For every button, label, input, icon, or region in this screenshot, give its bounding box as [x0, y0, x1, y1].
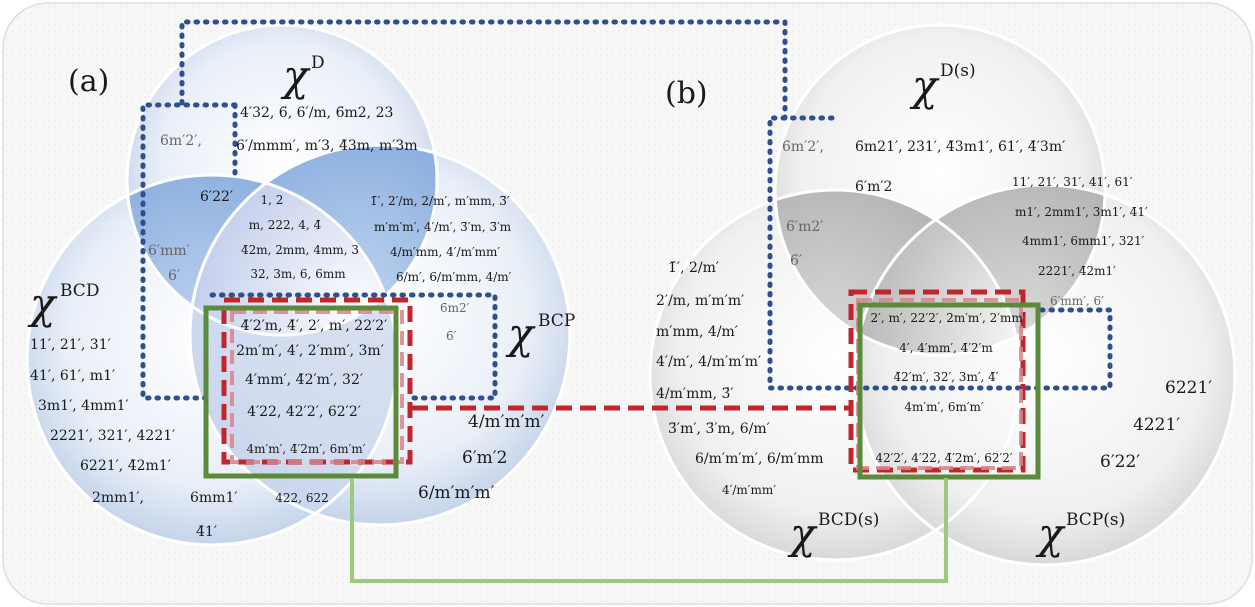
a-bcd-bcp-3: 4′mm′, 4̄2′m′, 32′ [245, 372, 363, 388]
a-bcd-bcp-6: 422, 622 [275, 491, 328, 505]
chi-bcp-a-sup: BCP [538, 311, 575, 331]
green-box-a [203, 305, 399, 479]
chi-bcd-a: χ [27, 279, 58, 328]
chi-bcp-b-sup: BCP(s) [1066, 510, 1125, 530]
a-d-bcp-2: m′m′m′, 4′/m′, 3̄′m, 3̄′m [374, 220, 512, 234]
a-bcd-only-3: 3m1′, 4mm1′ [38, 398, 129, 414]
b-bcd-8: 4′/m′mm′ [722, 483, 776, 497]
b-d-bcp-2: m1′, 2mm1′, 3m1′, 4̄1′ [1015, 205, 1148, 219]
blue-dotted-top-link [179, 19, 788, 121]
b-bcd-6: 3̄′m′, 3̄′m, 6/m′ [668, 421, 770, 437]
b-d-grey-2: 6̄′m2′ [786, 219, 823, 235]
b-bcd-1: 1̄′, 2/m′ [668, 260, 719, 276]
panel-label-a: (a) [68, 64, 109, 99]
b-bcp-3: 6′22′ [1100, 452, 1140, 472]
b-bcd-4: 4′/m′, 4/m′m′m′ [656, 354, 761, 370]
a-center-3: 4̄2m, 2mm, 4mm, 3 [241, 243, 359, 257]
blue-dotted-a-right [209, 292, 498, 401]
a-d-bcp-4: 6/m′, 6/m′mm, 4/m′ [396, 270, 512, 284]
green-box-b [857, 302, 1041, 480]
b-d-bcp-4: 2221′, 4̄2m1′ [1038, 264, 1116, 278]
panel-label-b: (b) [665, 76, 708, 111]
a-bcd-only-7: 6mm1′ [190, 490, 238, 506]
chi-bcd-a-sup: BCD [60, 281, 99, 301]
chi-d-b-sup: D(s) [940, 61, 976, 81]
b-bcd-3: m′mm, 4/m′ [656, 324, 738, 340]
b-d-grey-3: 6̄′ [790, 253, 802, 269]
a-d-bcd-2: 6′ [168, 268, 180, 284]
chi-bcp-a: χ [505, 309, 536, 358]
a-d-only-grey: 6̄m′2′, [160, 133, 202, 149]
a-center-2: m, 222, 4, 4̄ [249, 218, 322, 232]
b-center-1: 2′, m′, 22′2′, 2m′m′, 2′mm′ [870, 311, 1025, 325]
a-d-bcp-6-22: 6′22′ [200, 189, 233, 205]
a-bcd-only-6: 2mm1′, [92, 490, 144, 506]
b-d-bcp-3: 4mm1′, 6mm1′, 321′ [1022, 234, 1145, 248]
b-bcd-5: 4/m′mm, 3̄′ [656, 386, 734, 402]
a-bcd-bcp-4: 4′22, 42′2′, 62′2′ [247, 404, 361, 420]
a-bcd-only-1: 11′, 21′, 31′ [30, 337, 111, 353]
a-bcp-only-3: 6/m′m′m′ [418, 483, 495, 503]
a-d-bcp-grey-1: 6̄m2′ [440, 301, 470, 315]
red-dashed-box-b [848, 289, 1026, 473]
panel-b-circles [648, 23, 1237, 567]
connectors [140, 19, 1113, 583]
a-bcp-only-2: 6̄′m′2 [462, 448, 507, 468]
b-bcd-7: 6/m′m′m′, 6/m′mm [695, 451, 824, 467]
a-bcp-only-1: 4/m′m′m′ [468, 412, 545, 432]
b-center-3: 4̄2′m′, 32′, 3m′, 4̄′ [893, 370, 998, 384]
chi-d-b: χ [909, 61, 940, 110]
b-bcp-1: 6221′ [1165, 378, 1212, 398]
b-d-grey-1: 6̄m′2′, [782, 139, 824, 155]
b-center-5: 42′2′, 4′22, 4̄′2m′, 62′2′ [875, 451, 1013, 465]
blue-dotted-a-left [140, 102, 238, 401]
a-d-bcd-1: 6′mm′ [148, 243, 190, 259]
b-d-only-1: 6̄m21′, 231′, 4̄3m1′, 6̄1′, 4̄′3m′ [855, 139, 1065, 155]
chi-bcd-b-sup: BCD(s) [818, 510, 879, 530]
a-bcd-bcp-5: 4m′m′, 4̄′2m′, 6m′m′ [246, 442, 365, 456]
b-center-4: 4m′m′, 6m′m′ [904, 400, 984, 414]
a-bcd-bcp-2: 2m′m′, 4′, 2′mm′, 3m′ [236, 343, 384, 359]
a-d-only-1: 4′32, 6̄, 6′/m, 6̄m2, 23 [240, 105, 393, 121]
a-d-bcp-3: 4/m′mm, 4′/m′mm′ [390, 245, 500, 259]
b-d-bcp-1: 11′, 21′, 31′, 41′, 61′ [1012, 175, 1133, 189]
a-bcd-only-5: 6221′, 4̄2m1′ [80, 458, 171, 474]
blue-dotted-b [767, 115, 1113, 391]
b-d-bcp-grey: 6′mm′, 6′ [1050, 294, 1104, 308]
a-bcd-only-8: 4̄1′ [196, 524, 217, 540]
chi-d-a: χ [280, 51, 311, 100]
b-bcp-2: 4221′ [1133, 415, 1180, 435]
chi-bcd-b: χ [787, 509, 818, 558]
a-d-bcp-grey-2: 6̄′ [446, 329, 457, 343]
a-bcd-bcp-1: 4̄′2′m, 4̄′, 2′, m′, 22′2′ [241, 318, 388, 334]
chi-d-a-sup: D [311, 53, 325, 73]
panel-a-labels: 4′32, 6̄, 6′/m, 6̄m2, 23 6′/mmm′, m′3, 4… [30, 105, 545, 540]
a-d-only-2: 6′/mmm′, m′3, 4̄3m, m′3m [236, 138, 418, 154]
headers: (a) (b) χ D χ BCD χ BCP χ D(s) χ BCD(s) … [27, 51, 1125, 558]
b-center-2: 4′, 4′mm′, 4̄′2′m [899, 341, 993, 355]
green-bottom-link [350, 478, 948, 583]
panel-a-circles [25, 23, 572, 547]
a-center-1: 1, 2 [261, 193, 284, 207]
panel-b-labels: 6̄m21′, 231′, 4̄3m1′, 6̄1′, 4̄′3m′ 6̄′m′… [656, 139, 1212, 497]
b-d-only-2: 6̄′m′2 [855, 179, 892, 195]
b-bcd-2: 2′/m, m′m′m′ [656, 293, 744, 309]
a-bcd-only-2: 41′, 61′, m1′ [30, 368, 115, 384]
a-bcd-only-4: 2221′, 321′, 4221′ [50, 428, 175, 444]
a-d-bcp-1: 1̄′, 2′/m, 2/m′, m′mm, 3̄′ [370, 194, 510, 208]
a-center-4: 32, 3m, 6, 6mm [250, 267, 346, 281]
chi-bcp-b: χ [1035, 509, 1066, 558]
